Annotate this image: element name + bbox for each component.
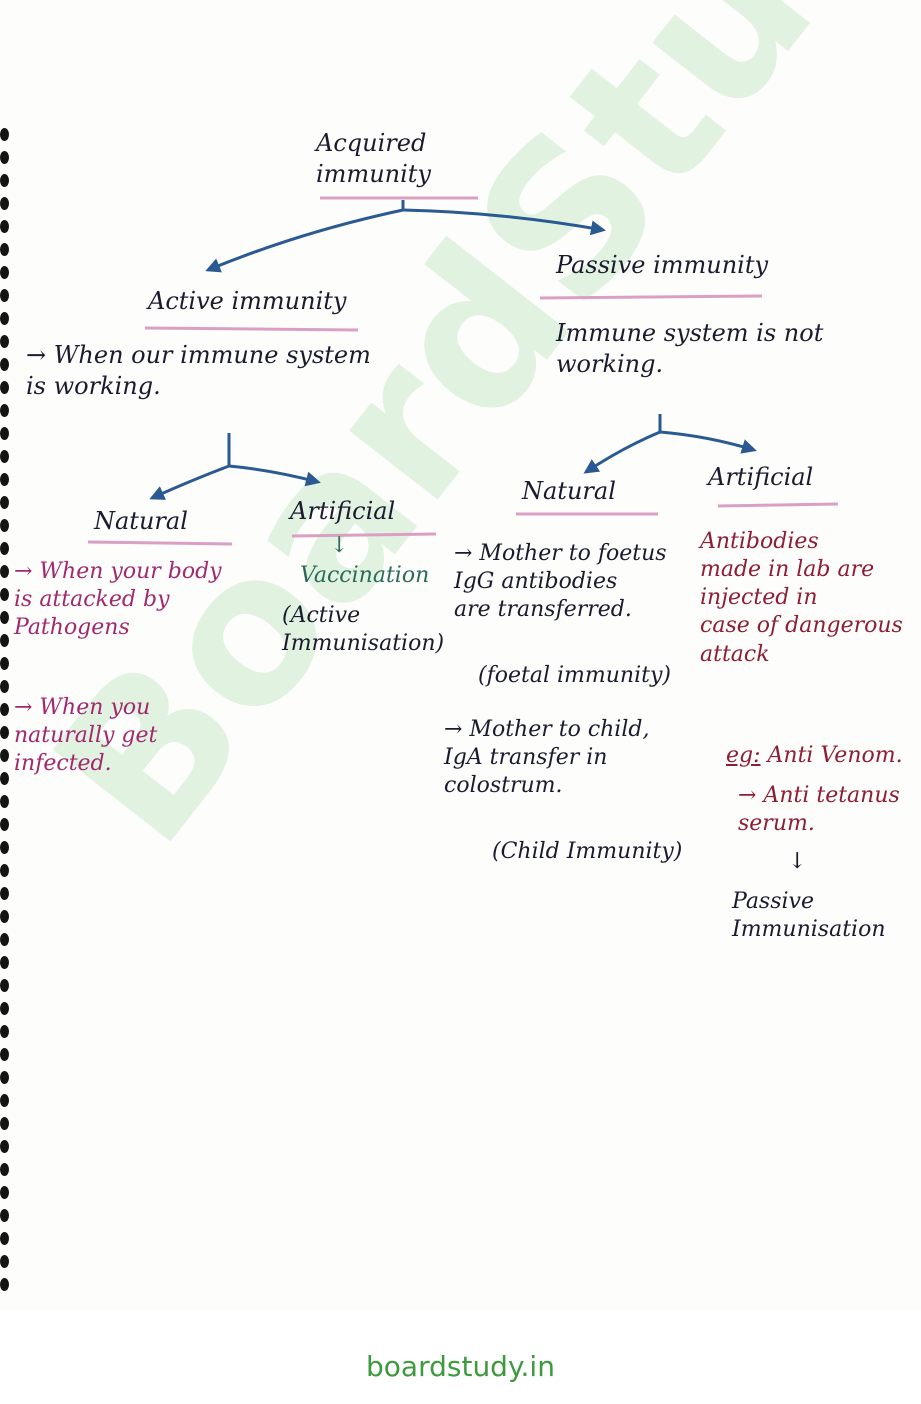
spiral-ring bbox=[0, 956, 9, 969]
arrow-to-active-artificial bbox=[228, 464, 321, 487]
spiral-ring bbox=[0, 703, 9, 716]
arrow-to-active-natural bbox=[149, 464, 230, 500]
spiral-ring bbox=[0, 1094, 9, 1107]
example-line: eg: Anti Venom. bbox=[726, 742, 903, 770]
footer-site: boardstudy.in bbox=[366, 1350, 555, 1383]
active-natural-underline bbox=[87, 540, 233, 546]
active-artificial-label: Artificial bbox=[290, 497, 396, 525]
spiral-ring bbox=[0, 335, 9, 348]
spiral-ring bbox=[0, 1117, 9, 1130]
spiral-ring bbox=[0, 496, 9, 509]
spiral-ring bbox=[0, 381, 9, 394]
spiral-ring bbox=[0, 473, 9, 486]
spiral-ring bbox=[0, 243, 9, 256]
foetal-immunity-note: (foetal immunity) bbox=[478, 663, 671, 688]
spiral-ring bbox=[0, 1255, 9, 1268]
spiral-ring bbox=[0, 1163, 9, 1176]
spiral-ring bbox=[0, 266, 9, 279]
passive-immunity-heading: Passive immunity bbox=[556, 251, 769, 279]
anti-venom-text: Anti Venom. bbox=[767, 743, 903, 768]
spiral-ring bbox=[0, 910, 9, 923]
active-artificial-arrow: ↓ bbox=[330, 533, 349, 558]
arrow-to-passive-artificial bbox=[659, 430, 757, 454]
passive-natural-label: Natural bbox=[522, 477, 616, 505]
active-natural-label: Natural bbox=[94, 507, 188, 535]
spiral-ring bbox=[0, 427, 9, 440]
passive-immunisation-text: Passive Immunisation bbox=[732, 889, 886, 943]
passive-immunity-description: Immune system is not working. bbox=[556, 319, 824, 378]
spiral-ring bbox=[0, 1186, 9, 1199]
diagram-connectors bbox=[87, 196, 839, 546]
spiral-ring bbox=[0, 749, 9, 762]
spiral-ring bbox=[0, 588, 9, 601]
arrow-to-passive bbox=[402, 208, 606, 236]
active-immunity-heading: Active immunity bbox=[148, 287, 347, 315]
arrow-to-active bbox=[205, 208, 404, 273]
spiral-ring bbox=[0, 220, 9, 233]
child-immunity-note: (Child Immunity) bbox=[492, 839, 683, 864]
spiral-ring bbox=[0, 726, 9, 739]
spiral-ring bbox=[0, 197, 9, 210]
spiral-ring bbox=[0, 657, 9, 670]
notebook-page: BoardStudy bbox=[0, 0, 921, 1291]
passive-artificial-description: Antibodies made in lab are injected in c… bbox=[700, 529, 903, 667]
spiral-ring bbox=[0, 841, 9, 854]
spiral-ring bbox=[0, 128, 9, 141]
spiral-ring bbox=[0, 565, 9, 578]
active-natural-point-1: → When your body is attacked by Pathogen… bbox=[14, 559, 222, 641]
spiral-ring bbox=[0, 795, 9, 808]
spiral-ring bbox=[0, 864, 9, 877]
active-natural-point-2: → When you naturally get infected. bbox=[14, 695, 158, 777]
anti-tetanus-serum-text: → Anti tetanus serum. bbox=[738, 783, 900, 837]
passive-underline bbox=[539, 294, 763, 300]
spiral-ring bbox=[0, 1209, 9, 1222]
spiral-ring bbox=[0, 1048, 9, 1061]
passive-artificial-arrow: ↓ bbox=[788, 849, 807, 874]
spiral-ring bbox=[0, 1002, 9, 1015]
spiral-ring bbox=[0, 1025, 9, 1038]
arrow-to-passive-natural bbox=[583, 430, 661, 474]
passive-natural-point-1: → Mother to foetus IgG antibodies are tr… bbox=[454, 541, 667, 623]
passive-natural-point-2: → Mother to child, IgA transfer in colos… bbox=[444, 717, 650, 799]
spiral-ring bbox=[0, 772, 9, 785]
spiral-ring bbox=[0, 358, 9, 371]
active-underline bbox=[144, 326, 359, 332]
spiral-ring bbox=[0, 289, 9, 302]
spiral-ring bbox=[0, 887, 9, 900]
spiral-ring bbox=[0, 933, 9, 946]
spiral-ring bbox=[0, 1140, 9, 1153]
passive-artificial-underline bbox=[717, 502, 839, 508]
spiral-ring bbox=[0, 404, 9, 417]
spiral-ring bbox=[0, 634, 9, 647]
spiral-ring bbox=[0, 680, 9, 693]
active-artificial-underline bbox=[291, 532, 437, 538]
spiral-ring bbox=[0, 542, 9, 555]
spiral-ring bbox=[0, 979, 9, 992]
spiral-ring bbox=[0, 519, 9, 532]
example-label: eg: bbox=[726, 743, 761, 768]
spiral-ring bbox=[0, 611, 9, 624]
spiral-ring bbox=[0, 818, 9, 831]
spiral-ring bbox=[0, 312, 9, 325]
spiral-ring bbox=[0, 1278, 9, 1291]
active-immunisation-note: (Active Immunisation) bbox=[282, 603, 445, 657]
passive-artificial-label: Artificial bbox=[708, 463, 814, 491]
spiral-ring bbox=[0, 1232, 9, 1245]
spiral-ring bbox=[0, 151, 9, 164]
spiral-ring bbox=[0, 174, 9, 187]
spiral-ring bbox=[0, 450, 9, 463]
title-acquired-immunity: Acquired immunity bbox=[316, 129, 431, 188]
active-immunity-description: → When our immune system is working. bbox=[26, 341, 371, 400]
vaccination-text: Vaccination bbox=[300, 563, 430, 588]
spiral-ring bbox=[0, 1071, 9, 1084]
